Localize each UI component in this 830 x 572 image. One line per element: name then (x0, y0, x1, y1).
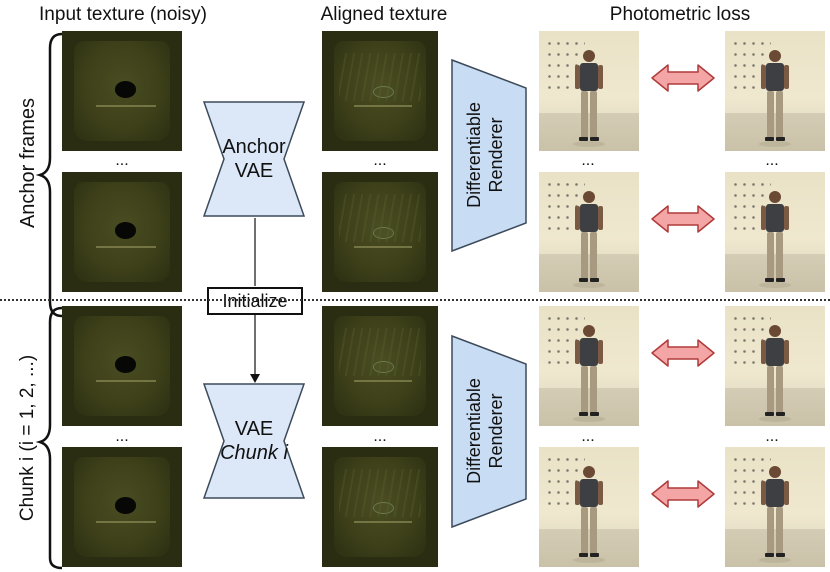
anchor-vae-line2: VAE (234, 160, 274, 182)
initialize-connector (250, 218, 260, 383)
aligned-texture-anchor-1 (322, 31, 438, 151)
side-braces (35, 32, 63, 570)
double-arrow-icon (651, 64, 715, 92)
input-texture-anchor-2 (62, 172, 182, 292)
section-divider (0, 299, 830, 301)
renderer-block-anchor: Differentiable Renderer (450, 58, 528, 253)
chunk-label: Chunk i (i = 1, 2, ...) (17, 354, 38, 522)
photo-rendered-4 (539, 447, 639, 567)
input-texture-chunk-2 (62, 447, 182, 567)
renderer-anchor-line1: Differentiable (464, 102, 484, 208)
photo-real-2 (725, 172, 825, 292)
arrowhead-icon (250, 374, 260, 383)
header-aligned-texture: Aligned texture (320, 4, 448, 25)
photo-rendered-3 (539, 306, 639, 426)
double-arrow-icon (651, 339, 715, 367)
photo-real-4 (725, 447, 825, 567)
photo-real-ellipsis-1: ... (765, 152, 779, 169)
aligned-texture-ellipsis-2: ... (373, 428, 387, 445)
renderer-chunk-line2: Renderer (486, 393, 506, 469)
photo-rendered-ellipsis-2: ... (581, 428, 595, 445)
double-arrow-icon (651, 480, 715, 508)
photo-rendered-1 (539, 31, 639, 151)
aligned-texture-ellipsis-1: ... (373, 152, 387, 169)
chunk-vae-line1: VAE (234, 418, 274, 440)
aligned-texture-anchor-2 (322, 172, 438, 292)
anchor-vae-block: Anchor VAE (202, 100, 306, 218)
aligned-texture-chunk-1 (322, 306, 438, 426)
header-photometric-loss: Photometric loss (609, 4, 751, 25)
input-texture-anchor-1 (62, 31, 182, 151)
input-texture-ellipsis-2: ... (115, 428, 129, 445)
input-texture-ellipsis-1: ... (115, 152, 129, 169)
photo-real-ellipsis-2: ... (765, 428, 779, 445)
double-arrow-icon (651, 205, 715, 233)
photo-rendered-ellipsis-1: ... (581, 152, 595, 169)
initialize-box: Initialize (207, 287, 303, 315)
aligned-texture-chunk-2 (322, 447, 438, 567)
anchor-frames-label: Anchor frames (17, 97, 39, 229)
chunk-vae-line2: Chunk i (220, 442, 288, 464)
photo-real-3 (725, 306, 825, 426)
chunk-vae-block: VAE Chunk i (202, 382, 306, 500)
renderer-anchor-line2: Renderer (486, 117, 506, 193)
renderer-block-chunk: Differentiable Renderer (450, 334, 528, 529)
anchor-vae-line1: Anchor (222, 136, 286, 158)
input-texture-chunk-1 (62, 306, 182, 426)
photo-rendered-2 (539, 172, 639, 292)
photo-real-1 (725, 31, 825, 151)
renderer-chunk-line1: Differentiable (464, 378, 484, 484)
header-input-texture: Input texture (noisy) (39, 4, 207, 25)
